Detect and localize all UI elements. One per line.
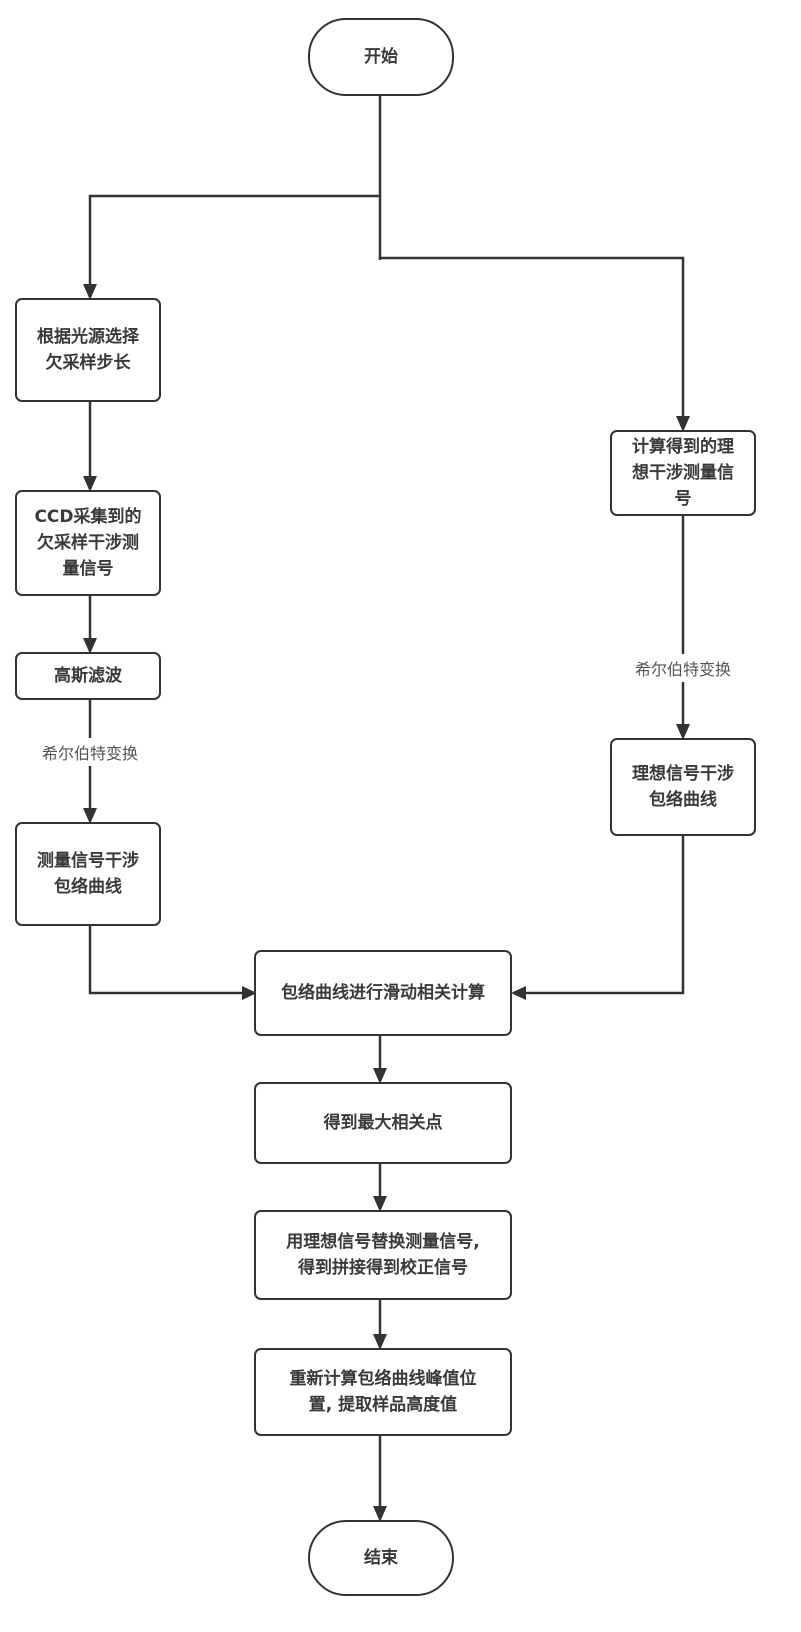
arrowhead-sliding-corr-left	[242, 986, 257, 1000]
end-node: 结束	[308, 1520, 454, 1596]
gauss-filter-node: 高斯滤波	[15, 652, 161, 700]
arrowhead-ccd	[83, 476, 97, 492]
measured-envelope-node: 测量信号干涉 包络曲线	[15, 822, 161, 926]
hilbert-transform-label-left: 希尔伯特变换	[41, 738, 139, 766]
edge-start-to-ideal-signal	[380, 256, 685, 420]
arrowhead-ideal-signal	[676, 416, 690, 432]
ideal-signal-node: 计算得到的理 想干涉测量信 号	[610, 430, 756, 516]
arrowhead-sliding-corr-right	[511, 986, 526, 1000]
sliding-correlation-node: 包络曲线进行滑动相关计算	[254, 950, 512, 1036]
max-correlation-node: 得到最大相关点	[254, 1082, 512, 1164]
arrowhead-measured-envelope	[83, 808, 97, 824]
edge-measured-envelope-to-sliding-corr	[88, 926, 246, 995]
arrowhead-max-corr	[373, 1068, 387, 1084]
select-step-node: 根据光源选择 欠采样步长	[15, 298, 161, 402]
replace-signal-node: 用理想信号替换测量信号, 得到拼接得到校正信号	[254, 1210, 512, 1300]
arrowhead-select-step	[83, 284, 97, 300]
arrowhead-replace	[373, 1196, 387, 1212]
ccd-signal-node: CCD采集到的 欠采样干涉测 量信号	[15, 490, 161, 596]
start-node: 开始	[308, 18, 454, 96]
arrowhead-gauss	[83, 638, 97, 654]
arrowhead-recompute	[373, 1334, 387, 1350]
edge-start-to-select-step	[88, 194, 380, 288]
arrowhead-end	[373, 1506, 387, 1522]
ideal-envelope-node: 理想信号干涉 包络曲线	[610, 738, 756, 836]
recompute-peak-node: 重新计算包络曲线峰值位 置, 提取样品高度值	[254, 1348, 512, 1436]
edge-ideal-envelope-to-sliding-corr	[522, 836, 685, 995]
arrowhead-ideal-envelope	[676, 724, 690, 740]
hilbert-transform-label-right: 希尔伯特变换	[634, 654, 732, 682]
